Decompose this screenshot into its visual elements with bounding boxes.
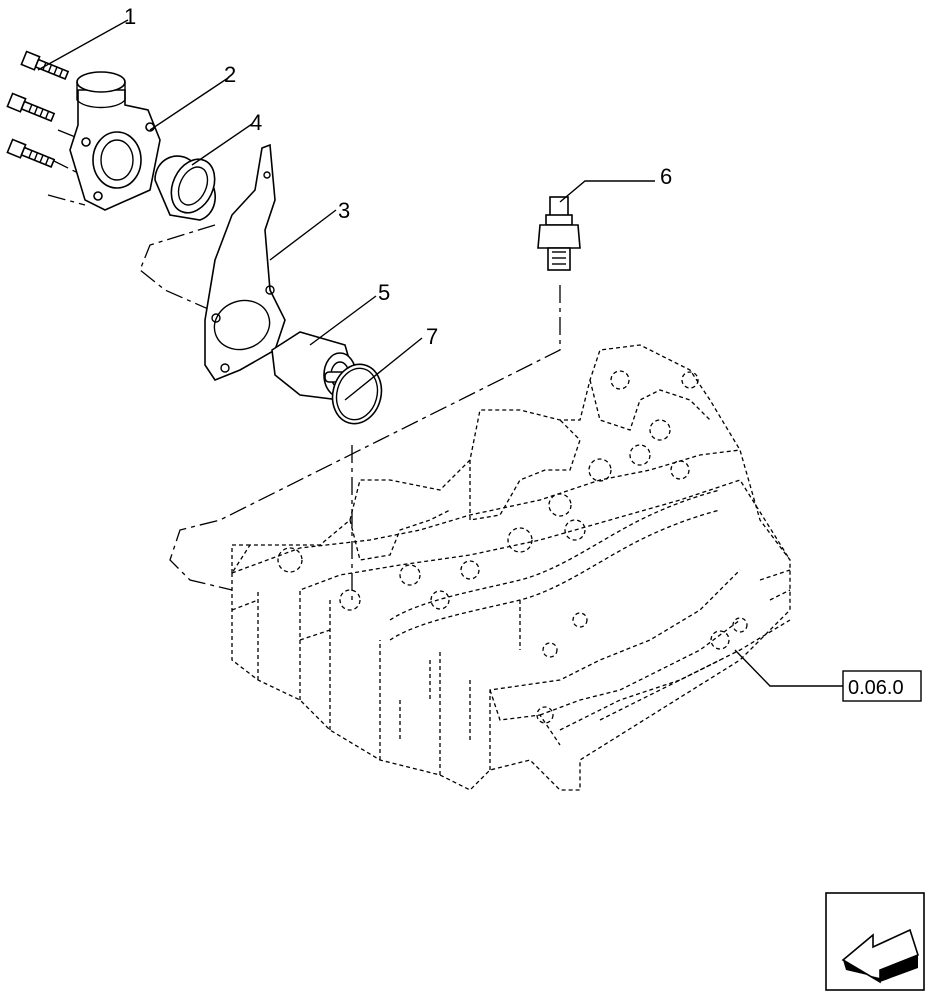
gasket-part-3 [204, 143, 286, 381]
cylinder-head-block [231, 344, 791, 791]
callout-4: 4 [250, 110, 262, 135]
callout-3: 3 [338, 198, 350, 223]
back-arrow-icon[interactable] [825, 892, 925, 991]
assembly-path-housing [139, 224, 216, 313]
reference-label: 0.06.0 [848, 677, 904, 699]
reference-box[interactable]: 0.06.0 [842, 670, 922, 702]
temperature-sensor-part-6 [537, 196, 581, 271]
callout-1: 1 [124, 4, 136, 29]
seal-ring-part-4 [154, 155, 216, 221]
callout-7: 7 [426, 324, 438, 349]
callout-2: 2 [224, 62, 236, 87]
o-ring-part-7 [331, 363, 383, 425]
callout-5: 5 [378, 280, 390, 305]
assembly-path-thermostat [169, 285, 561, 591]
leader-lines [37, 19, 843, 687]
thermostat-housing-part-2 [69, 71, 161, 211]
callout-6: 6 [660, 164, 672, 189]
